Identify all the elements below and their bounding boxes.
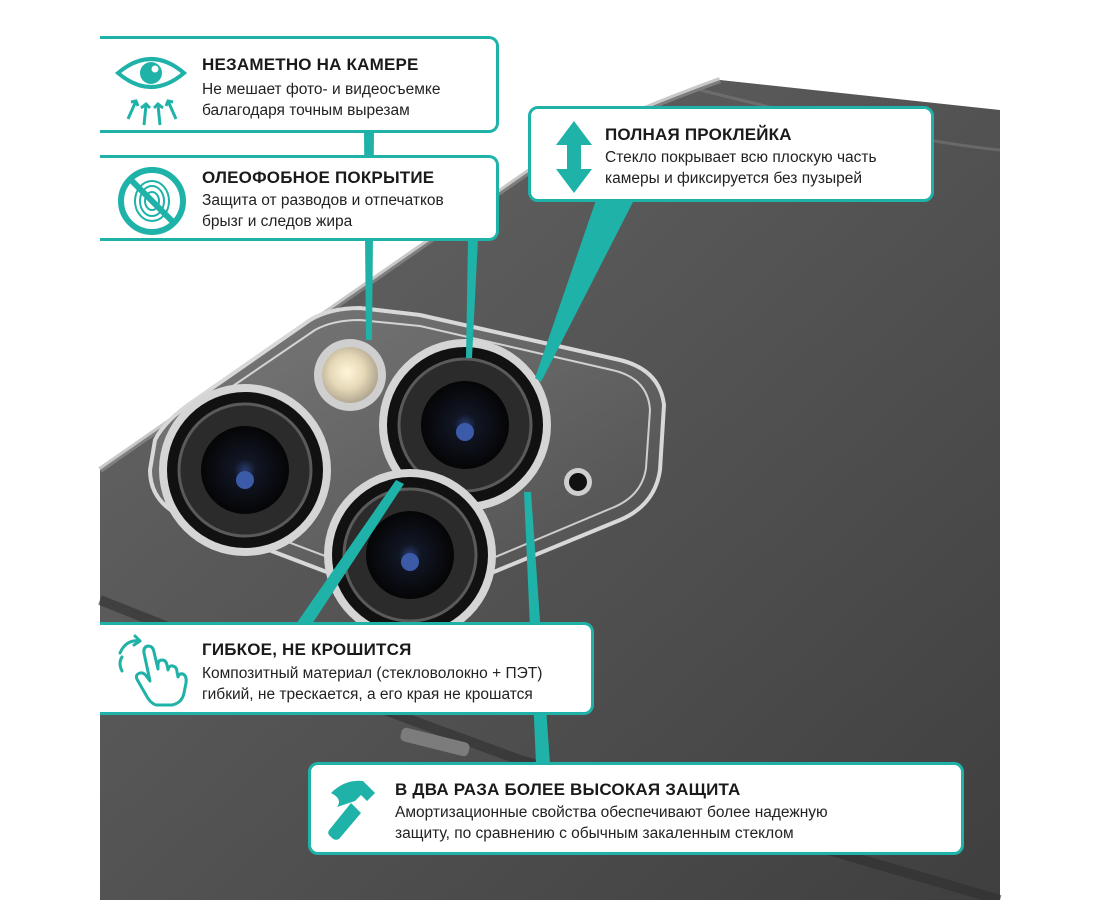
side-button (400, 727, 470, 757)
feature-description-line: Композитный материал (стекловолокно + ПЭ… (202, 665, 543, 682)
feature-title: ОЛЕОФОБНОЕ ПОКРЫТИЕ (202, 168, 435, 187)
feature-title: НЕЗАМЕТНО НА КАМЕРЕ (202, 55, 419, 74)
double-arrow-vertical-icon (556, 121, 592, 193)
feature-callout-adhesion: ПОЛНАЯ ПРОКЛЕЙКА Стекло покрывает всю пл… (528, 106, 934, 202)
feature-description-line: брызг и следов жира (202, 213, 353, 230)
feature-description-line: Амортизационные свойства обеспечивают бо… (395, 804, 828, 821)
pointer-line-oleophobic (466, 238, 478, 358)
feature-description-line: Не мешает фото- и видеосъемке (202, 81, 441, 98)
feature-description-line: защиту, по сравнению с обычным закаленны… (395, 825, 794, 842)
camera-lens-left (159, 384, 331, 556)
feature-title: В ДВА РАЗА БОЛЕЕ ВЫСОКАЯ ЗАЩИТА (395, 780, 741, 799)
feature-description-line: гибкий, не трескается, а его края не кро… (202, 686, 533, 703)
flex-hand-icon (118, 634, 188, 707)
microphone-hole (564, 468, 592, 496)
feature-description-line: камеры и фиксируется без пузырей (605, 170, 863, 187)
pointer-line-adhesion (535, 200, 634, 382)
feature-description-line: балагодаря точным вырезам (202, 102, 410, 119)
feature-callout-camera: НЕЗАМЕТНО НА КАМЕРЕ Не мешает фото- и ви… (100, 36, 499, 133)
feature-title: ПОЛНАЯ ПРОКЛЕЙКА (605, 125, 792, 144)
feature-callout-protection: В ДВА РАЗА БОЛЕЕ ВЫСОКАЯ ЗАЩИТА Амортиза… (308, 762, 964, 855)
flash-light (314, 339, 386, 411)
feature-callout-oleophobic: ОЛЕОФОБНОЕ ПОКРЫТИЕ Защита от разводов и… (100, 155, 499, 241)
camera-lens-bottom (324, 469, 496, 641)
camera-lens-top (379, 339, 551, 511)
feature-callout-flexible: ГИБКОЕ, НЕ КРОШИТСЯ Композитный материал… (100, 622, 594, 715)
hammer-icon (328, 780, 375, 840)
eye-icon (114, 57, 188, 126)
feature-description-line: Стекло покрывает всю плоскую часть (605, 149, 877, 166)
no-fingerprint-icon (118, 167, 186, 235)
feature-title: ГИБКОЕ, НЕ КРОШИТСЯ (202, 640, 412, 659)
pointer-line-flexible (296, 480, 404, 624)
feature-description-line: Защита от разводов и отпечатков (202, 192, 444, 209)
